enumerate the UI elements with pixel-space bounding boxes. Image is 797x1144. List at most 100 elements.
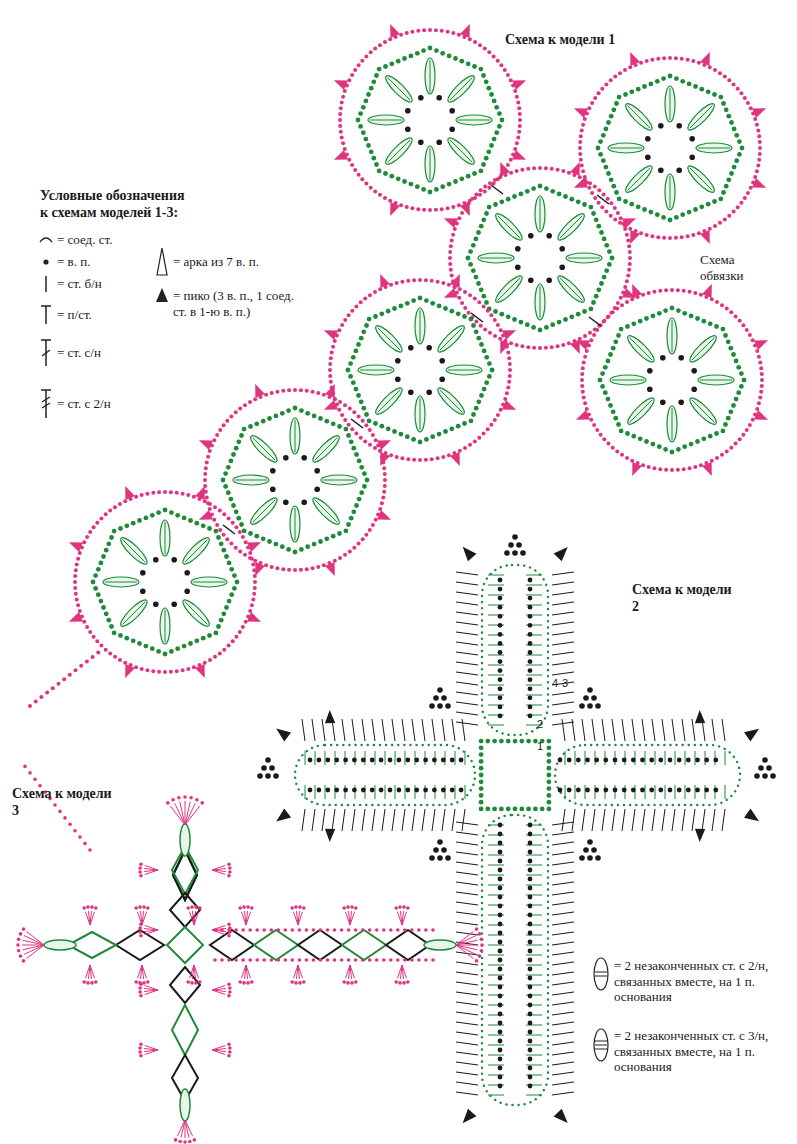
chain-dot: [471, 268, 476, 273]
chain-dot: [509, 158, 513, 162]
chain-dot: [734, 158, 739, 163]
chain-dot: [434, 187, 439, 192]
chain-dot: [388, 758, 393, 763]
cluster-stitch: [687, 333, 720, 366]
cluster-stitch: [478, 253, 514, 263]
chain-dot: [498, 895, 503, 900]
chain-dot: [714, 324, 719, 329]
chain-dot: [229, 567, 234, 572]
chain-dot: [318, 539, 323, 544]
cluster-stitch: [368, 115, 404, 125]
chain-dot: [754, 773, 760, 779]
chain-dot: [479, 324, 483, 328]
chain-dot: [532, 346, 536, 350]
chain-dot: [251, 598, 255, 602]
chain-dot: [224, 554, 229, 559]
chain-dot: [631, 321, 636, 326]
cluster-stitch: [535, 196, 545, 232]
chain-dot: [640, 788, 645, 793]
chain-dot: [359, 399, 364, 404]
stitch-line: [602, 809, 605, 831]
chain-dot: [734, 314, 738, 318]
chain-dot: [649, 82, 654, 87]
chain-dot: [660, 355, 666, 361]
stitch-line: [456, 682, 478, 685]
chain-dot: [405, 788, 410, 793]
chain-dot: [343, 318, 347, 322]
stitch-line: [540, 198, 541, 230]
stitch-line: [665, 785, 666, 799]
chain-dot: [492, 54, 496, 58]
chain-dot: [104, 512, 108, 516]
chain-dot: [724, 107, 729, 112]
chain-dot: [448, 256, 452, 260]
chain-dot: [183, 1140, 187, 1144]
cluster-stitch: [415, 308, 425, 344]
stitch-line: [456, 1022, 478, 1025]
stitch-line: [705, 751, 706, 765]
chain-dot: [405, 205, 409, 209]
chain-dot: [405, 758, 410, 763]
chain-dot: [231, 521, 235, 525]
chain-dot: [351, 380, 356, 385]
chain-dot: [192, 665, 196, 669]
chain-dot: [474, 329, 479, 334]
chain-dot: [509, 171, 513, 175]
chain-dot: [515, 264, 521, 270]
chain-dot: [316, 391, 320, 395]
chain-dot: [656, 57, 660, 61]
chain-dot: [402, 179, 407, 184]
join-mark: [223, 525, 235, 534]
chain-dot: [374, 438, 378, 442]
chain-dot: [613, 788, 618, 793]
chain-dot: [92, 635, 96, 639]
chain-dot: [213, 505, 217, 509]
chain-dot: [140, 493, 144, 497]
chain-dot: [238, 630, 242, 634]
chain-dot: [456, 311, 461, 316]
chain-dot: [238, 549, 242, 553]
chain-dot: [538, 166, 542, 170]
chain-dot: [449, 108, 455, 114]
chain-dot: [498, 641, 503, 646]
chain-dot: [333, 559, 337, 563]
stitch-line: [628, 106, 651, 129]
chain-dot: [51, 686, 55, 690]
chain-dot: [169, 670, 173, 674]
picot: [199, 440, 213, 450]
chain-dot: [430, 279, 434, 283]
chain-dot: [658, 167, 664, 173]
chain-dot: [755, 407, 759, 411]
chain-dot: [405, 31, 409, 35]
stitch-line: [442, 719, 445, 741]
stitch-line: [105, 582, 137, 583]
chain-dot: [645, 233, 649, 237]
stitch-line: [456, 1002, 478, 1005]
chain-dot: [188, 518, 193, 523]
chain-dot: [670, 306, 675, 311]
chain-dot: [357, 497, 362, 502]
chain-dot: [686, 234, 690, 238]
chain-dot: [379, 424, 384, 429]
stitch-line: [552, 1042, 574, 1045]
stitch-line: [526, 655, 542, 656]
chain-dot: [743, 96, 747, 100]
chain-dot: [467, 311, 471, 315]
chain-dot: [498, 632, 503, 637]
chain-dot: [222, 512, 226, 516]
chain-dot: [538, 328, 543, 333]
chain-dot: [503, 68, 507, 72]
stitch-line: [595, 785, 596, 799]
chain-dot: [526, 739, 531, 744]
chain-dot: [708, 321, 713, 326]
chain-dot: [137, 641, 142, 646]
chain-dot: [738, 437, 742, 441]
chain-dot: [628, 250, 632, 254]
stitch-line: [685, 751, 686, 765]
cluster-stitch: [191, 577, 227, 587]
chain-dot: [200, 801, 204, 805]
stitch-line: [440, 328, 463, 351]
chain-dot: [498, 605, 503, 610]
chain-dot: [580, 378, 584, 382]
chain-dot: [299, 408, 304, 413]
